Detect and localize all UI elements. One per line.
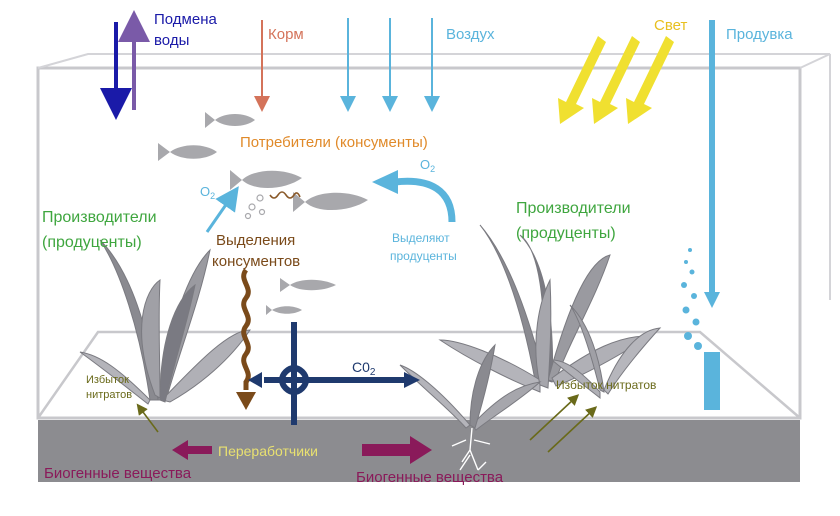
plant-left xyxy=(79,239,251,405)
label-water-change-1: Подмена xyxy=(154,11,217,28)
label-nitrates-left-1: Избыток xyxy=(86,374,129,386)
excretions-arrowhead xyxy=(236,392,256,410)
excretion-bubbles xyxy=(244,194,266,220)
label-water-change-2: воды xyxy=(154,32,189,49)
excretions-arrow xyxy=(241,268,251,390)
label-producers-left-2: (продуценты) xyxy=(42,234,142,251)
label-released-1: Выделяют xyxy=(392,231,450,245)
fish-3 xyxy=(230,170,302,190)
label-air: Воздух xyxy=(446,26,495,43)
label-excretions-2: консументов xyxy=(212,253,300,270)
fish-6 xyxy=(266,305,302,315)
label-nitrates-right: Избыток нитратов xyxy=(556,378,656,392)
nitrate-arrow-right-1 xyxy=(529,394,580,441)
nutrient-arrow-left xyxy=(172,440,212,460)
label-nutrients-right: Биогенные вещества xyxy=(356,469,504,486)
label-producers-right-2: (продуценты) xyxy=(516,225,616,242)
fish-group xyxy=(158,112,368,315)
label-co2: C02 xyxy=(352,359,376,378)
light-arrow-1 xyxy=(558,36,606,124)
label-decomposers: Переработчики xyxy=(218,443,318,459)
nitrate-arrow-left xyxy=(136,403,159,433)
o2-right-arrowhead xyxy=(372,170,398,194)
purge-tube xyxy=(704,20,720,410)
aquarium-tank xyxy=(36,53,831,420)
co2-arrowhead-left xyxy=(248,372,262,388)
label-producers-left-1: Производители xyxy=(42,209,157,226)
label-producers-right-1: Производители xyxy=(516,200,631,217)
light-arrow-3 xyxy=(626,36,674,124)
fish-4 xyxy=(293,192,368,212)
fish-1 xyxy=(205,112,255,128)
fish-5 xyxy=(280,278,336,292)
label-nitrates-left-2: нитратов xyxy=(86,389,132,401)
o2-right-arrow xyxy=(394,177,456,223)
label-purge: Продувка xyxy=(726,26,793,43)
co2-cross xyxy=(264,322,404,425)
label-consumers: Потребители (консументы) xyxy=(240,134,428,151)
fish-2 xyxy=(158,143,217,161)
label-nutrients-left: Биогенные вещества xyxy=(44,465,192,482)
purge-bubbles xyxy=(681,248,702,350)
label-o2-left: O2 xyxy=(200,184,215,201)
nitrate-arrow-right-2 xyxy=(547,406,598,453)
plant-roots xyxy=(451,427,491,471)
label-light: Свет xyxy=(654,17,687,34)
label-excretions-1: Выделения xyxy=(216,232,295,249)
label-feed: Корм xyxy=(268,26,304,43)
light-arrow-2 xyxy=(592,36,640,124)
co2-arrowhead-right xyxy=(404,372,420,388)
o2-left-arrow xyxy=(205,186,239,233)
excretion-squiggle xyxy=(269,191,301,199)
light-arrows xyxy=(558,36,674,124)
label-o2-right: O2 xyxy=(420,157,435,174)
label-released-2: продуценты xyxy=(390,249,457,263)
plant-small-right xyxy=(550,304,662,400)
nutrient-arrow-right xyxy=(362,436,432,464)
